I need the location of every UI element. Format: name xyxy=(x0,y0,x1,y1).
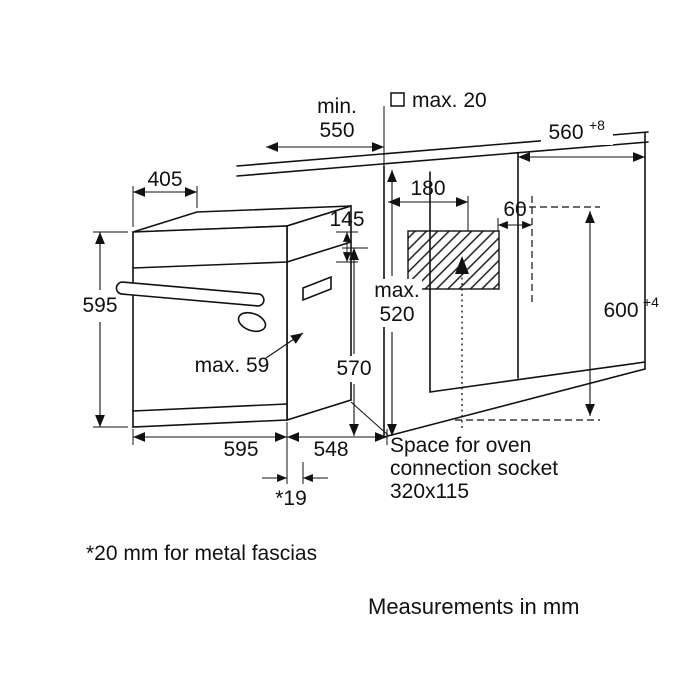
dim-180 xyxy=(388,196,469,231)
dim-max-20-label: max. 20 xyxy=(412,89,487,112)
fascia-note: *20 mm for metal fascias xyxy=(86,542,317,565)
socket-arrow-icon xyxy=(455,256,469,274)
dim-min-550-word: min. xyxy=(317,95,357,118)
door-bottom-line xyxy=(132,403,288,412)
dim-600-value: 600 xyxy=(603,299,638,322)
max-protrusion-square-icon xyxy=(390,92,405,107)
handle-bracket xyxy=(237,311,267,333)
dim-560-tolerance: +8 xyxy=(589,117,605,133)
dim-570-label: 570 xyxy=(336,357,371,380)
dim-595-left xyxy=(93,231,128,428)
socket-space-hatch xyxy=(407,230,500,428)
dim-60-label: 60 xyxy=(503,198,526,221)
socket-note-line3: 320x115 xyxy=(390,480,469,503)
dim-548-label: 548 xyxy=(313,438,348,461)
oven-side-face xyxy=(286,204,352,422)
reference-dashed-lines xyxy=(455,196,600,421)
oven-front-face xyxy=(132,225,288,428)
dim-max-520-value: 520 xyxy=(379,303,414,326)
oven-body xyxy=(115,204,352,428)
dim-max-520-word: max. xyxy=(374,279,420,302)
dim-595-left-label: 595 xyxy=(82,294,117,317)
dim-405 xyxy=(132,186,198,227)
dim-max-59-label: max. 59 xyxy=(195,354,270,377)
dim-560-value: 560 xyxy=(548,121,583,144)
dim-145-label: 145 xyxy=(329,208,364,231)
dim-60 xyxy=(497,218,532,231)
socket-note-line1: Space for oven xyxy=(390,434,531,457)
leader-max-59 xyxy=(265,332,304,359)
units-note: Measurements in mm xyxy=(368,594,580,619)
dim-570 xyxy=(342,247,368,436)
dim-180-label: 180 xyxy=(410,177,445,200)
dim-bottom-group xyxy=(132,401,389,484)
socket-note-line2: connection socket xyxy=(390,457,558,480)
control-panel-line xyxy=(132,261,288,269)
dim-595-bottom-label: 595 xyxy=(223,438,258,461)
dim-19-label: *19 xyxy=(275,487,307,510)
door-handle xyxy=(115,281,265,307)
dim-405-label: 405 xyxy=(147,168,182,191)
dim-600-tolerance: +4 xyxy=(643,294,659,310)
dim-min-550-value: 550 xyxy=(319,119,354,142)
side-vent-slot xyxy=(302,275,332,302)
